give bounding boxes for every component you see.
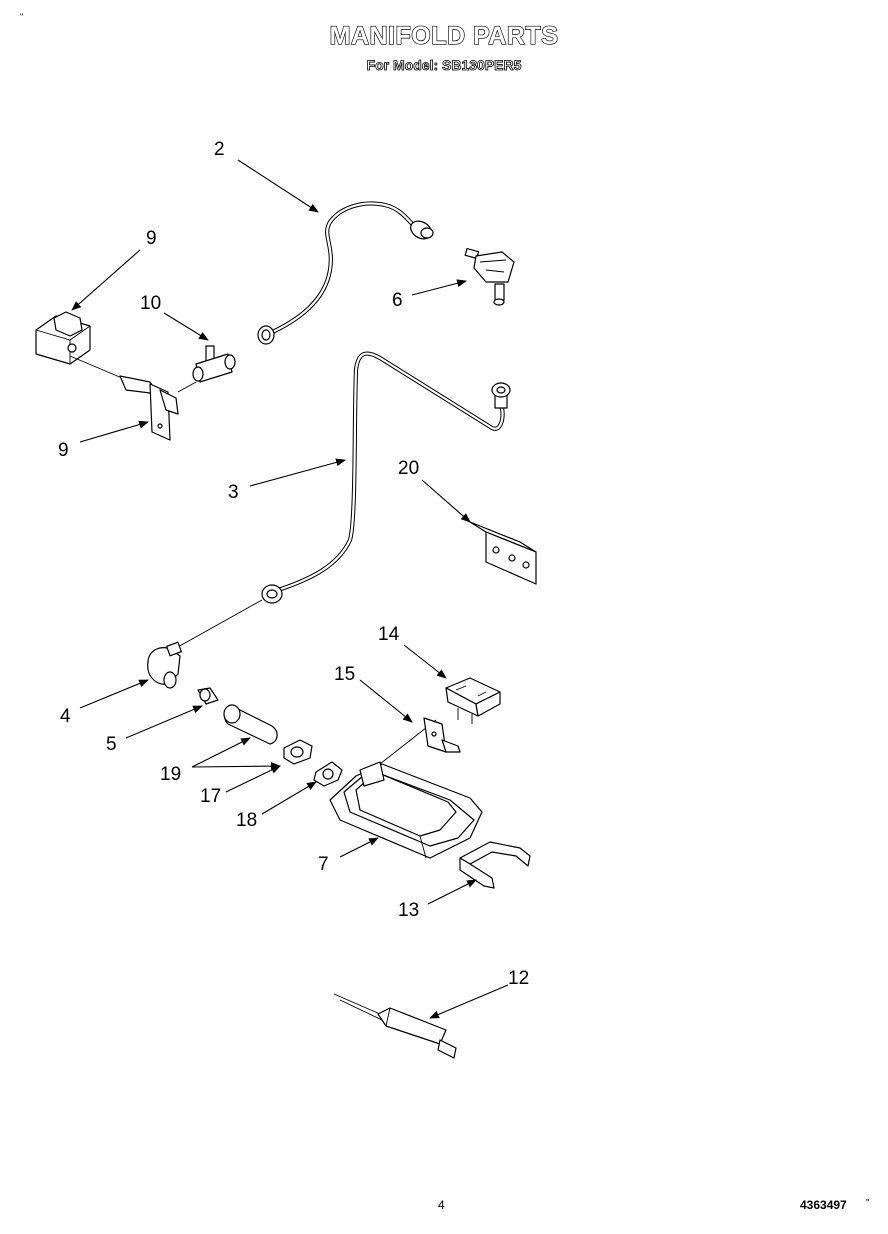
part-9-bracket bbox=[69, 355, 197, 441]
document-number: 4363497 bbox=[800, 1198, 847, 1212]
callout-18: 18 bbox=[236, 810, 257, 831]
part-12-thermocouple bbox=[333, 993, 457, 1059]
part-15-bracket bbox=[423, 717, 461, 753]
callout-3: 3 bbox=[228, 482, 239, 503]
part-13-bracket bbox=[459, 841, 531, 889]
part-5-orifice bbox=[197, 687, 219, 705]
part-14-igniter bbox=[445, 677, 501, 724]
callout-17: 17 bbox=[200, 786, 221, 807]
part-7-burner bbox=[329, 719, 483, 859]
callout-19: 19 bbox=[160, 764, 181, 785]
part-17-gasket bbox=[283, 739, 313, 765]
callout-12: 12 bbox=[508, 968, 529, 989]
page-title: MANIFOLD PARTS bbox=[329, 21, 559, 50]
callout-9-upper: 9 bbox=[146, 228, 157, 249]
callout-5: 5 bbox=[106, 734, 117, 755]
part-6-valve bbox=[464, 247, 515, 306]
part-4-elbow bbox=[147, 641, 182, 689]
callout-15: 15 bbox=[334, 664, 355, 685]
part-2-tube bbox=[257, 201, 434, 345]
part-9-solenoid bbox=[35, 311, 91, 365]
part-3-tube bbox=[175, 351, 511, 649]
page-subtitle: For Model: SB130PER5 bbox=[366, 57, 522, 74]
callout-13: 13 bbox=[398, 900, 419, 921]
callout-14: 14 bbox=[378, 624, 400, 645]
callout-6: 6 bbox=[392, 290, 403, 311]
callout-labels: 2 9 10 6 9 3 20 14 15 4 5 19 17 18 7 13 … bbox=[58, 139, 529, 989]
page-number: 4 bbox=[438, 1198, 445, 1212]
part-18-gasket bbox=[313, 761, 343, 787]
part-20-bracket bbox=[469, 521, 537, 585]
callout-10: 10 bbox=[140, 293, 161, 314]
callout-7: 7 bbox=[318, 854, 329, 875]
callout-20: 20 bbox=[398, 458, 419, 479]
callout-4: 4 bbox=[60, 706, 71, 727]
corner-mark: " bbox=[20, 12, 24, 22]
part-19-burner-tube bbox=[223, 704, 278, 745]
callout-2: 2 bbox=[214, 139, 225, 160]
leader-lines bbox=[71, 159, 509, 1019]
part-10-tee-fitting bbox=[192, 345, 236, 383]
callout-9-lower: 9 bbox=[58, 440, 69, 461]
corner-mark-bottom: " bbox=[866, 1198, 870, 1209]
